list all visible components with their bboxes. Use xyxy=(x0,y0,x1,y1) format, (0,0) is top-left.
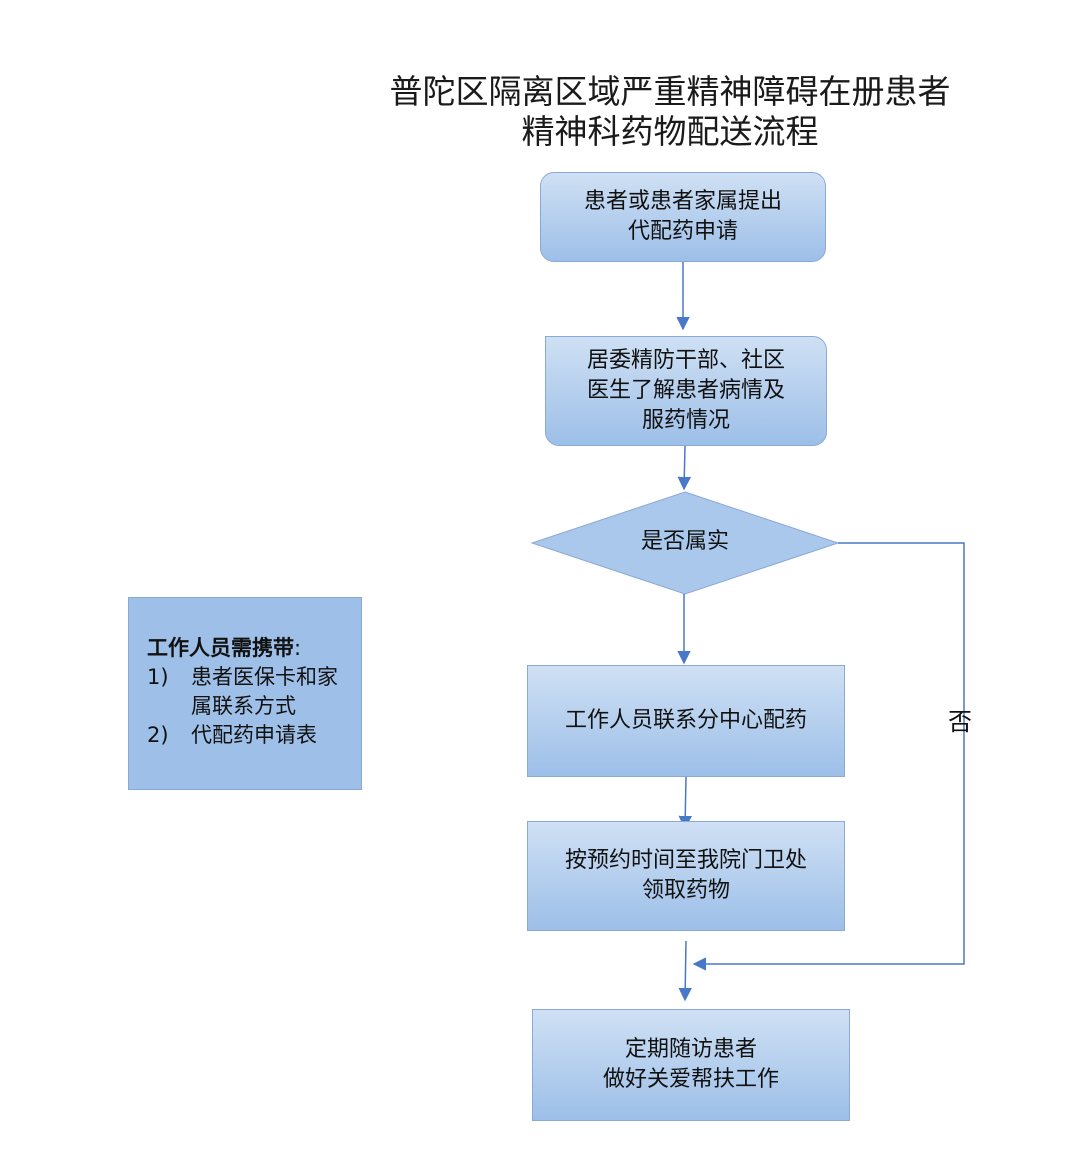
step-followup-line1: 定期随访患者 xyxy=(624,1037,757,1062)
step-check-line3: 服药情况 xyxy=(641,408,730,433)
diagram-title-line1: 普陀区隔离区域严重精神障碍在册患者 xyxy=(389,72,951,111)
notes-item-2-num: 2) xyxy=(147,723,169,747)
step-pickup: 按预约时间至我院门卫处 领取药物 xyxy=(527,821,845,931)
diagram-title-line2: 精神科药物配送流程 xyxy=(521,112,819,151)
step-check: 居委精防干部、社区 医生了解患者病情及 服药情况 xyxy=(545,336,827,446)
notes-heading-suffix: : xyxy=(294,636,302,660)
no-branch-connector xyxy=(692,542,965,971)
decision-label: 是否属实 xyxy=(640,529,729,554)
step-pickup-line2: 领取药物 xyxy=(641,878,730,903)
decision-diamond xyxy=(530,491,840,595)
notes-item-1-num: 1) xyxy=(147,665,169,689)
step-apply-line1: 患者或患者家属提出 xyxy=(583,189,782,214)
step-followup: 定期随访患者 做好关爱帮扶工作 xyxy=(532,1009,850,1121)
step-check-line1: 居委精防干部、社区 xyxy=(586,348,785,373)
step-apply-line2: 代配药申请 xyxy=(627,219,738,244)
notes-item-2-text: 代配药申请表 xyxy=(191,723,317,747)
notes-item-1-text: 患者医保卡和家属联系方式 xyxy=(191,665,338,718)
notes-heading: 工作人员需携带 xyxy=(147,636,294,660)
step-apply: 患者或患者家属提出 代配药申请 xyxy=(540,172,826,262)
notes-item-1: 1) 患者医保卡和家属联系方式 xyxy=(147,663,361,721)
branch-no-label: 否 xyxy=(948,708,972,736)
arrow-check-to-decision xyxy=(677,445,692,491)
arrow-pickup-to-followup xyxy=(678,940,692,1002)
step-contact-line1: 工作人员联系分中心配药 xyxy=(564,708,807,733)
arrow-contact-to-pickup xyxy=(678,776,692,830)
notes-item-2: 2) 代配药申请表 xyxy=(147,721,361,750)
step-check-line2: 医生了解患者病情及 xyxy=(586,378,785,403)
notes-box: 工作人员需携带: 1) 患者医保卡和家属联系方式 2) 代配药申请表 xyxy=(128,597,362,790)
step-pickup-line1: 按预约时间至我院门卫处 xyxy=(564,848,807,873)
step-contact: 工作人员联系分中心配药 xyxy=(527,665,845,777)
step-followup-line2: 做好关爱帮扶工作 xyxy=(602,1067,779,1092)
notes-heading-row: 工作人员需携带: xyxy=(147,634,361,663)
